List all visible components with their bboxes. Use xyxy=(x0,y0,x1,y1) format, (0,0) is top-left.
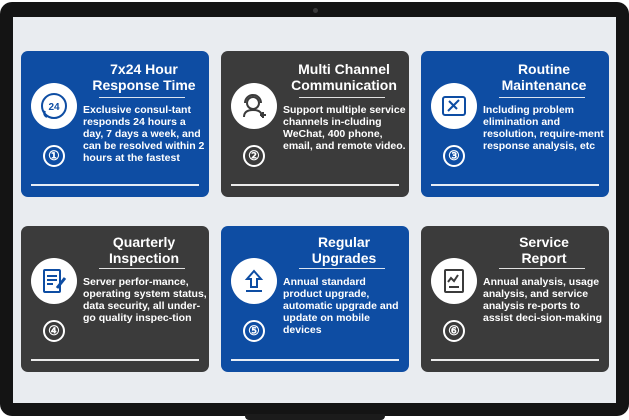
title-underline xyxy=(499,97,585,98)
card-description: Annual standard product upgrade, automat… xyxy=(283,276,399,336)
card-description: Server perfor-mance, operating system st… xyxy=(83,276,207,324)
card-bottom-line xyxy=(431,359,599,361)
step-number: ⑥ xyxy=(443,320,465,342)
24-hour-phone-icon: 24 xyxy=(31,83,77,129)
title-underline xyxy=(99,268,185,269)
title-underline xyxy=(499,268,585,269)
step-number: ② xyxy=(243,145,265,167)
inspection-document-icon xyxy=(31,258,77,304)
card-description: Exclusive consul-tant responds 24 hours … xyxy=(83,104,205,164)
card-bottom-line xyxy=(431,184,599,186)
webcam-dot xyxy=(313,8,318,13)
title-underline xyxy=(99,97,185,98)
svg-text:24: 24 xyxy=(48,102,60,113)
title-underline xyxy=(299,268,385,269)
card-bottom-line xyxy=(31,359,199,361)
step-number: ⑤ xyxy=(243,320,265,342)
card-bottom-line xyxy=(231,359,399,361)
step-number: ④ xyxy=(43,320,65,342)
card-bottom-line xyxy=(231,184,399,186)
card-description: Support multiple service channels in-clu… xyxy=(283,104,406,152)
report-chart-icon xyxy=(431,258,477,304)
maintenance-tools-icon xyxy=(431,83,477,129)
card-description: Annual analysis, usage analysis, and ser… xyxy=(483,276,603,324)
card-description: Including problem elimination and resolu… xyxy=(483,104,604,152)
headset-agent-icon xyxy=(231,83,277,129)
step-number: ③ xyxy=(443,145,465,167)
upgrade-arrow-icon xyxy=(231,258,277,304)
monitor-stand xyxy=(245,414,385,420)
step-number: ① xyxy=(43,145,65,167)
card-bottom-line xyxy=(31,184,199,186)
title-underline xyxy=(299,97,385,98)
